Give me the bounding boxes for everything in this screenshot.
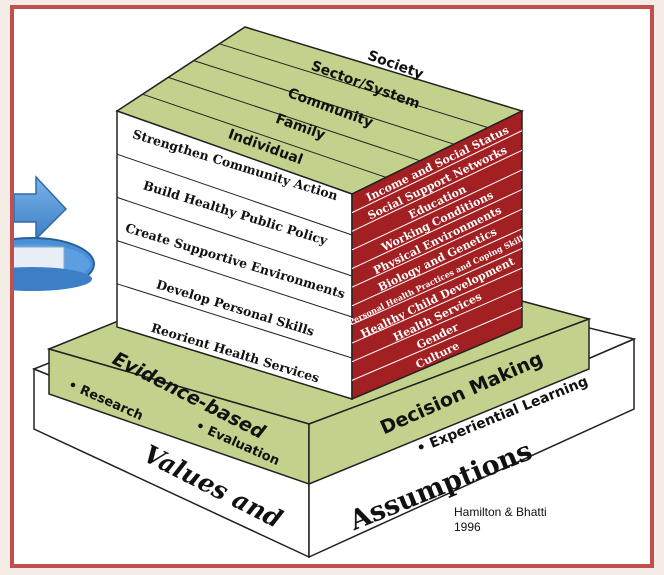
determinant-divider bbox=[351, 130, 523, 214]
determinant-divider bbox=[351, 189, 523, 269]
circular-arrow-icon bbox=[14, 237, 95, 291]
cube-right-face bbox=[351, 109, 523, 401]
determinant-divider bbox=[351, 306, 523, 381]
determinant-divider bbox=[351, 208, 523, 288]
determinant-divider bbox=[351, 287, 523, 363]
action-divider bbox=[116, 153, 353, 236]
diagram-frame: Society Sector/System Community Family I… bbox=[10, 5, 654, 568]
top-level-divider bbox=[142, 93, 387, 178]
determinant-divider bbox=[351, 247, 523, 325]
determinant-divider bbox=[351, 149, 523, 232]
determinant-divider bbox=[351, 169, 523, 251]
top-level-divider bbox=[193, 60, 455, 145]
top-level-divider bbox=[219, 43, 489, 129]
action-divider bbox=[116, 196, 353, 277]
right-arrow-icon bbox=[14, 175, 68, 241]
top-level-divider bbox=[168, 76, 421, 162]
determinant-divider bbox=[351, 267, 523, 344]
population-health-cube-diagram: Society Sector/System Community Family I… bbox=[14, 26, 637, 559]
action-divider bbox=[116, 240, 353, 318]
determinant-divider bbox=[351, 228, 523, 307]
credit-authors: Hamilton & Bhatti bbox=[454, 505, 547, 519]
credit-year: 1996 bbox=[454, 520, 481, 534]
decorative-arrows bbox=[14, 175, 95, 291]
credit: Hamilton & Bhatti 1996 bbox=[454, 505, 547, 534]
action-divider bbox=[116, 283, 353, 359]
